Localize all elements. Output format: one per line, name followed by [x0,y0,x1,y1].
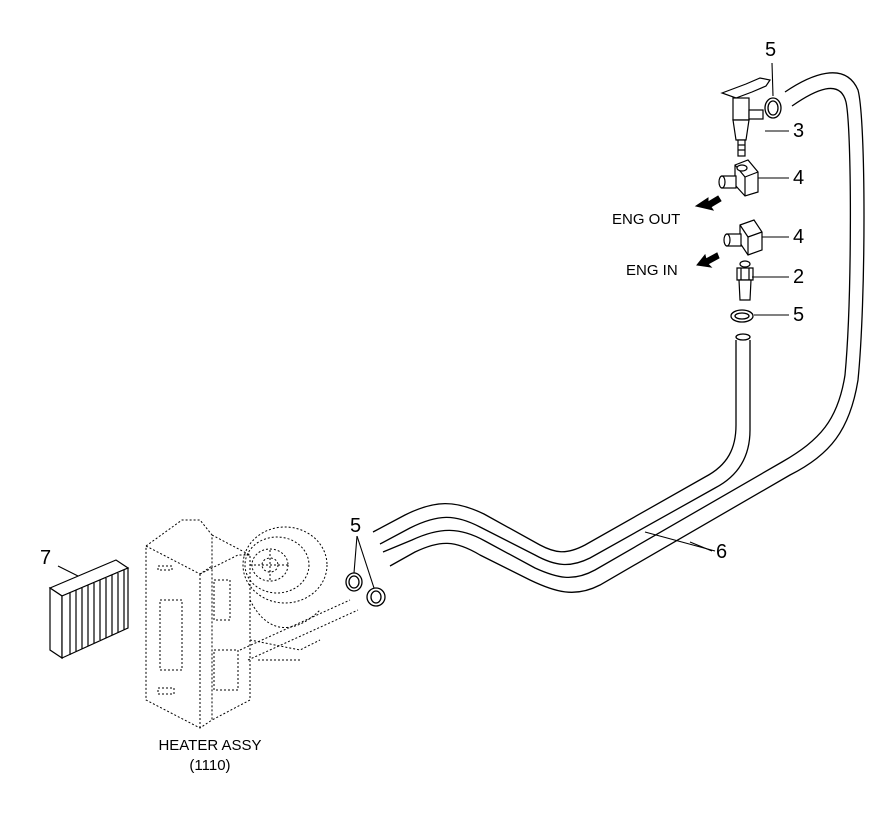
callout-top-clamp: 5 [765,39,777,61]
filter-part-7 [48,559,130,660]
heater-assy-title: HEATER ASSY [158,737,262,754]
label-eng-in: ENG IN [626,262,678,279]
callout-tee-upper: 4 [793,167,805,189]
leader-lines [57,62,789,589]
callout-filter: 7 [40,547,52,569]
tee-lower-part-4 [723,219,763,256]
flow-arrows [694,195,722,268]
callout-hoses: 6 [716,541,728,563]
clamp-top [764,97,782,119]
heater-assy-ref: (1110) [189,757,231,774]
nipple-part-2 [736,260,754,301]
callout-heater-clamps: 5 [350,515,362,537]
hose-inner [372,333,751,566]
heater-assy [145,519,359,729]
hose-outer [382,72,865,593]
clamp-heater-right [366,587,386,607]
tee-upper-part-4 [718,159,759,197]
clamp-heater-left [345,572,363,592]
callout-tee-lower: 4 [793,226,805,248]
label-eng-out: ENG OUT [612,211,681,228]
callout-nipple: 2 [793,266,805,288]
callout-valve: 3 [793,120,805,142]
heater-assy-caption: HEATER ASSY (1110) [130,736,290,776]
valve-part-3 [720,77,771,157]
clamp-lower [730,309,754,323]
callout-lower-clamp: 5 [793,304,805,326]
